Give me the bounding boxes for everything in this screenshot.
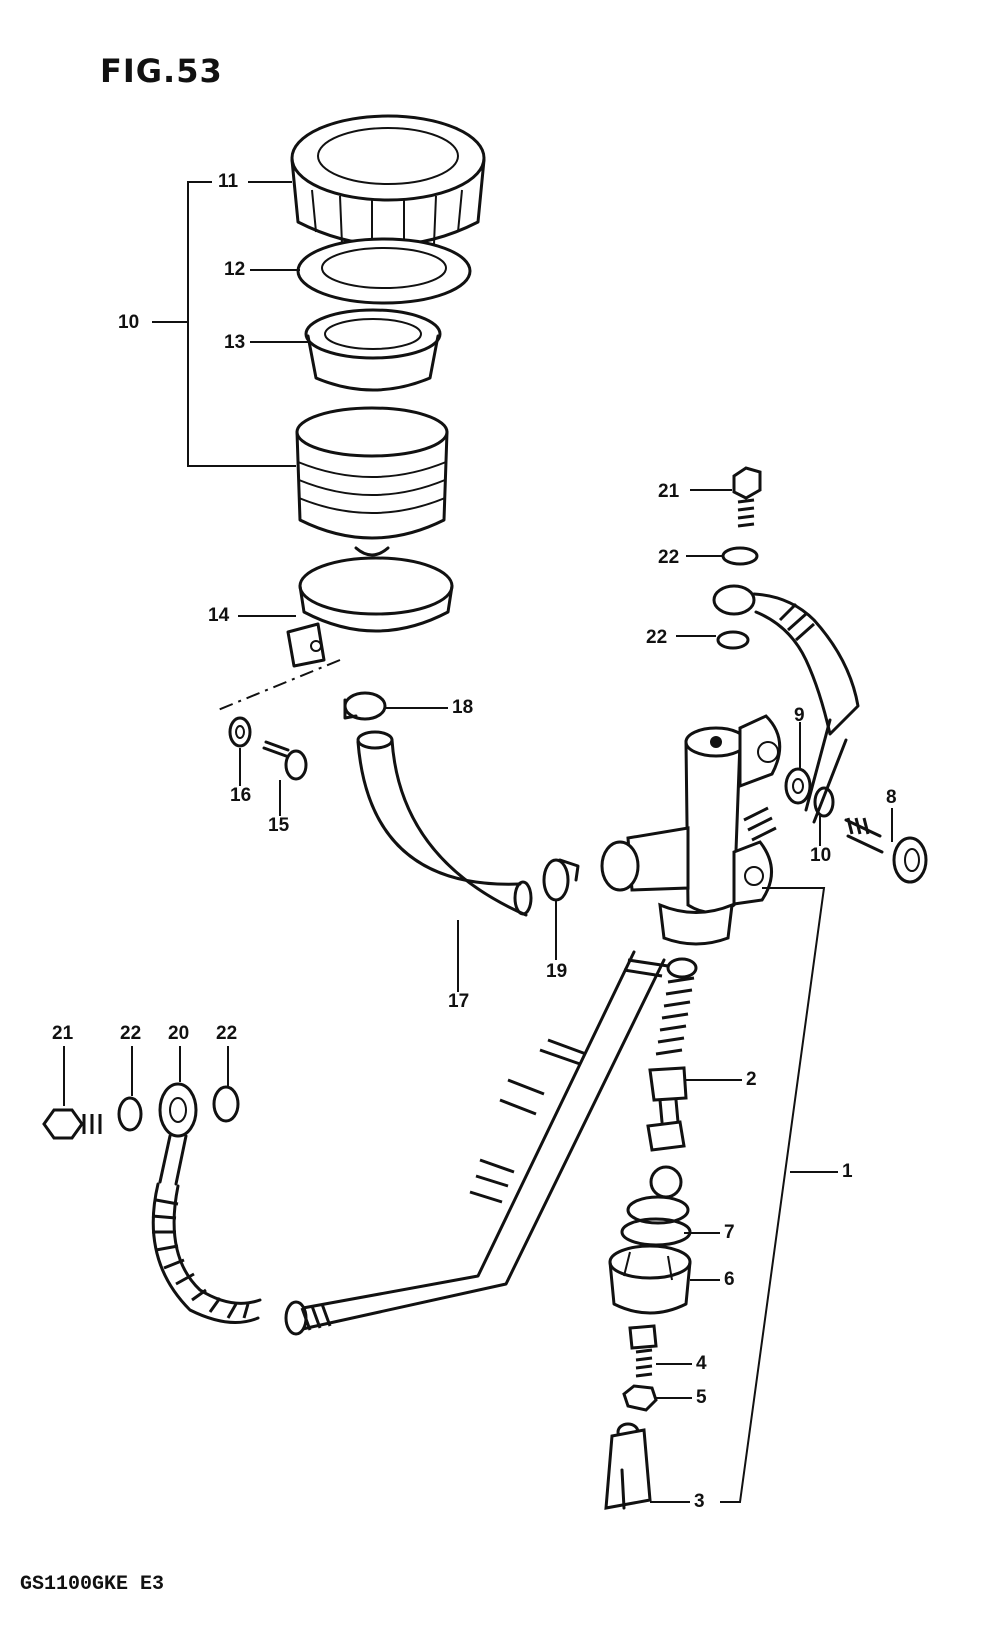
callout-8: 8 bbox=[886, 787, 897, 808]
reservoir-hose-drawing bbox=[356, 730, 533, 917]
model-code: GS1100GKE E3 bbox=[20, 1573, 165, 1596]
banjo-hose-20-drawing bbox=[151, 1082, 262, 1324]
callout-18: 17 bbox=[448, 991, 470, 1012]
callout-20: 20 bbox=[168, 1023, 190, 1044]
washer-22-upper-a-drawing bbox=[721, 546, 759, 566]
long-brake-hose-drawing bbox=[284, 950, 669, 1336]
callout-22-lower-a: 22 bbox=[120, 1023, 142, 1044]
callout-21-upper: 21 bbox=[658, 481, 680, 502]
callout-10: 10 bbox=[810, 845, 832, 866]
callout-14: 13 bbox=[224, 332, 246, 353]
banjo-bolt-21-lower-drawing bbox=[42, 1108, 102, 1140]
callout-1: 1 bbox=[842, 1161, 853, 1182]
callout-16: 15 bbox=[268, 815, 290, 836]
callout-22-upper-b: 22 bbox=[646, 627, 668, 648]
clamp-band-drawing bbox=[286, 556, 454, 668]
callout-13: 12 bbox=[224, 259, 246, 280]
callout-3: 3 bbox=[694, 1491, 705, 1512]
bracket-11 bbox=[187, 181, 296, 467]
callout-19-lower: 19 bbox=[546, 961, 568, 982]
callout-5: 5 bbox=[696, 1387, 707, 1408]
callout-2: 2 bbox=[746, 1069, 757, 1090]
hose-clip-upper-drawing bbox=[343, 691, 387, 721]
piston-spring-drawing bbox=[646, 957, 698, 1152]
screw-16-drawing bbox=[262, 740, 308, 781]
reservoir-body-drawing bbox=[295, 406, 449, 557]
dust-cup-6-drawing bbox=[608, 1244, 692, 1315]
reservoir-cap-drawing bbox=[290, 114, 486, 250]
clevis-3-drawing bbox=[604, 1422, 652, 1510]
washer-22-lower-a-drawing bbox=[117, 1096, 143, 1132]
banjo-fitting-9-drawing bbox=[784, 718, 848, 824]
callout-15: 14 bbox=[208, 605, 230, 626]
master-cylinder-drawing bbox=[600, 714, 782, 946]
washer-17-drawing bbox=[228, 716, 252, 748]
callout-6: 6 bbox=[724, 1269, 735, 1290]
lock-nut-5-drawing bbox=[622, 1384, 658, 1412]
callout-11: 10 bbox=[118, 312, 140, 333]
diaphragm-drawing bbox=[304, 308, 442, 392]
banjo-bolt-21-upper-drawing bbox=[732, 466, 762, 528]
washer-22-lower-b-drawing bbox=[212, 1085, 240, 1123]
callout-4: 4 bbox=[696, 1353, 707, 1374]
washer-22-upper-b-drawing bbox=[716, 630, 750, 650]
boot-7-drawing bbox=[620, 1165, 692, 1247]
figure-title: FIG.53 bbox=[100, 52, 223, 90]
bracket-1 bbox=[720, 887, 826, 1503]
callout-22-lower-b: 22 bbox=[216, 1023, 238, 1044]
callout-9: 9 bbox=[794, 705, 805, 726]
washer-10-drawing bbox=[813, 786, 835, 818]
callout-21-lower: 21 bbox=[52, 1023, 74, 1044]
hose-clip-lower-drawing bbox=[542, 858, 580, 902]
diaphragm-plate-drawing bbox=[296, 237, 472, 305]
callout-7: 7 bbox=[724, 1222, 735, 1243]
callout-12: 11 bbox=[218, 171, 239, 192]
callout-19-upper: 18 bbox=[452, 697, 474, 718]
pushrod-4-drawing bbox=[628, 1324, 658, 1378]
upper-brake-hose-drawing bbox=[712, 584, 860, 736]
callout-17: 16 bbox=[230, 785, 252, 806]
callout-22-upper-a: 22 bbox=[658, 547, 680, 568]
banjo-bolt-8-drawing bbox=[844, 817, 928, 884]
